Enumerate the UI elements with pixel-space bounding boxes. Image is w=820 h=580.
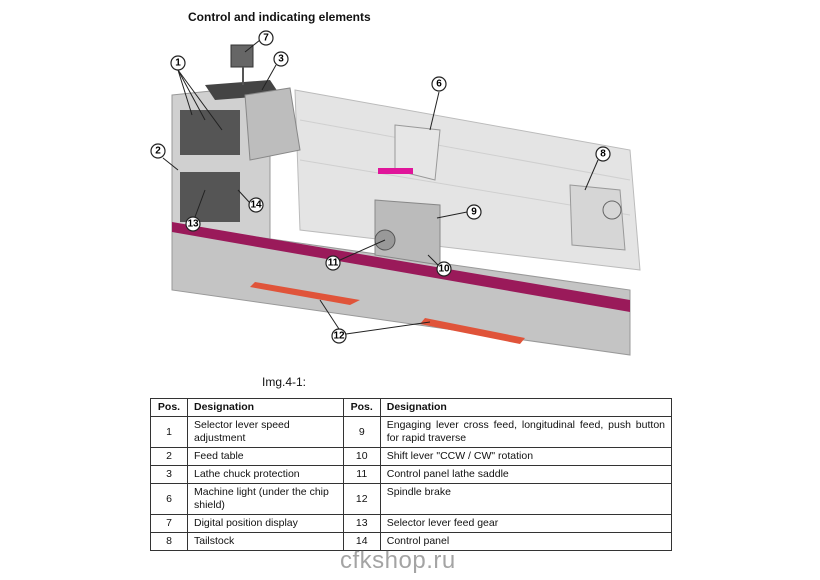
section-title: Control and indicating elements	[188, 10, 371, 24]
callout-13: 13	[185, 216, 201, 232]
table-row: 7 Digital position display 13 Selector l…	[150, 514, 673, 533]
callout-10: 10	[436, 261, 452, 277]
designation-cell: Spindle brake	[379, 483, 673, 515]
designation-cell: Control panel lathe saddle	[379, 465, 673, 484]
svg-text:3: 3	[278, 54, 284, 65]
designation-cell: Digital position display	[187, 514, 344, 533]
lathe-bed	[171, 224, 631, 356]
designation-cell: Tailstock	[187, 532, 344, 551]
pos-cell: 1	[150, 416, 188, 448]
table-row: 8 Tailstock 14 Control panel	[150, 532, 673, 551]
svg-text:1: 1	[175, 58, 181, 69]
designation-cell: Shift lever "CCW / CW" rotation	[379, 447, 673, 466]
svg-text:12: 12	[333, 331, 345, 342]
svg-text:10: 10	[438, 264, 450, 275]
brake-pedal	[250, 282, 360, 305]
watermark: cfkshop.ru	[340, 547, 456, 574]
pos-cell: 10	[342, 447, 381, 466]
table-row: 2 Feed table 10 Shift lever "CCW / CW" r…	[150, 447, 673, 466]
pos-cell: 13	[342, 514, 381, 533]
pos-cell: 7	[150, 514, 188, 533]
figure-caption: Img.4-1:	[262, 375, 307, 389]
pos-cell: 3	[150, 465, 188, 484]
callout-12: 12	[331, 328, 347, 344]
table-row: 1 Selector lever speed adjustment 9 Enga…	[150, 416, 673, 448]
svg-text:14: 14	[250, 200, 262, 211]
pos-cell: 9	[342, 416, 381, 448]
callout-11: 11	[325, 255, 341, 271]
designation-cell: Engaging lever cross feed, longitudinal …	[379, 416, 673, 448]
designation-cell: Machine light (under the chip shield)	[187, 483, 344, 515]
designation-table: Pos. Designation Pos. Designation 1 Sele…	[150, 398, 673, 551]
svg-text:13: 13	[187, 219, 199, 230]
svg-text:7: 7	[263, 33, 269, 44]
callout-2: 2	[150, 143, 166, 159]
callout-8: 8	[595, 146, 611, 162]
table-row: 6 Machine light (under the chip shield) …	[150, 483, 673, 515]
color-stripe	[172, 222, 630, 312]
svg-text:9: 9	[471, 207, 477, 218]
designation-cell: Selector lever speed adjustment	[187, 416, 344, 448]
pos-cell: 12	[342, 483, 381, 515]
chuck-guard	[244, 87, 301, 161]
callout-3: 3	[273, 51, 289, 67]
callout-1: 1	[170, 55, 186, 71]
header-pos: Pos.	[342, 398, 381, 417]
callout-6: 6	[431, 76, 447, 92]
designation-cell: Control panel	[379, 532, 673, 551]
pos-cell: 11	[342, 465, 381, 484]
svg-text:6: 6	[436, 79, 442, 90]
header-designation: Designation	[187, 398, 344, 417]
svg-text:11: 11	[328, 258, 339, 269]
designation-cell: Lathe chuck protection	[187, 465, 344, 484]
callout-14: 14	[248, 197, 264, 213]
callout-9: 9	[466, 204, 482, 220]
callout-7: 7	[258, 30, 274, 46]
pos-cell: 2	[150, 447, 188, 466]
pos-cell: 14	[342, 532, 381, 551]
header-pos: Pos.	[150, 398, 188, 417]
pos-cell: 6	[150, 483, 188, 515]
header-designation: Designation	[379, 398, 673, 417]
designation-cell: Selector lever feed gear	[379, 514, 673, 533]
svg-text:2: 2	[155, 146, 161, 157]
svg-text:8: 8	[600, 149, 606, 160]
pos-cell: 8	[150, 532, 188, 551]
lathe-illustration: 7 1 3 6 2 8 14 13 9 11 10 12	[150, 30, 641, 356]
designation-cell: Feed table	[187, 447, 344, 466]
table-header: Pos. Designation Pos. Designation	[150, 398, 673, 417]
table-row: 3 Lathe chuck protection 11 Control pane…	[150, 465, 673, 484]
